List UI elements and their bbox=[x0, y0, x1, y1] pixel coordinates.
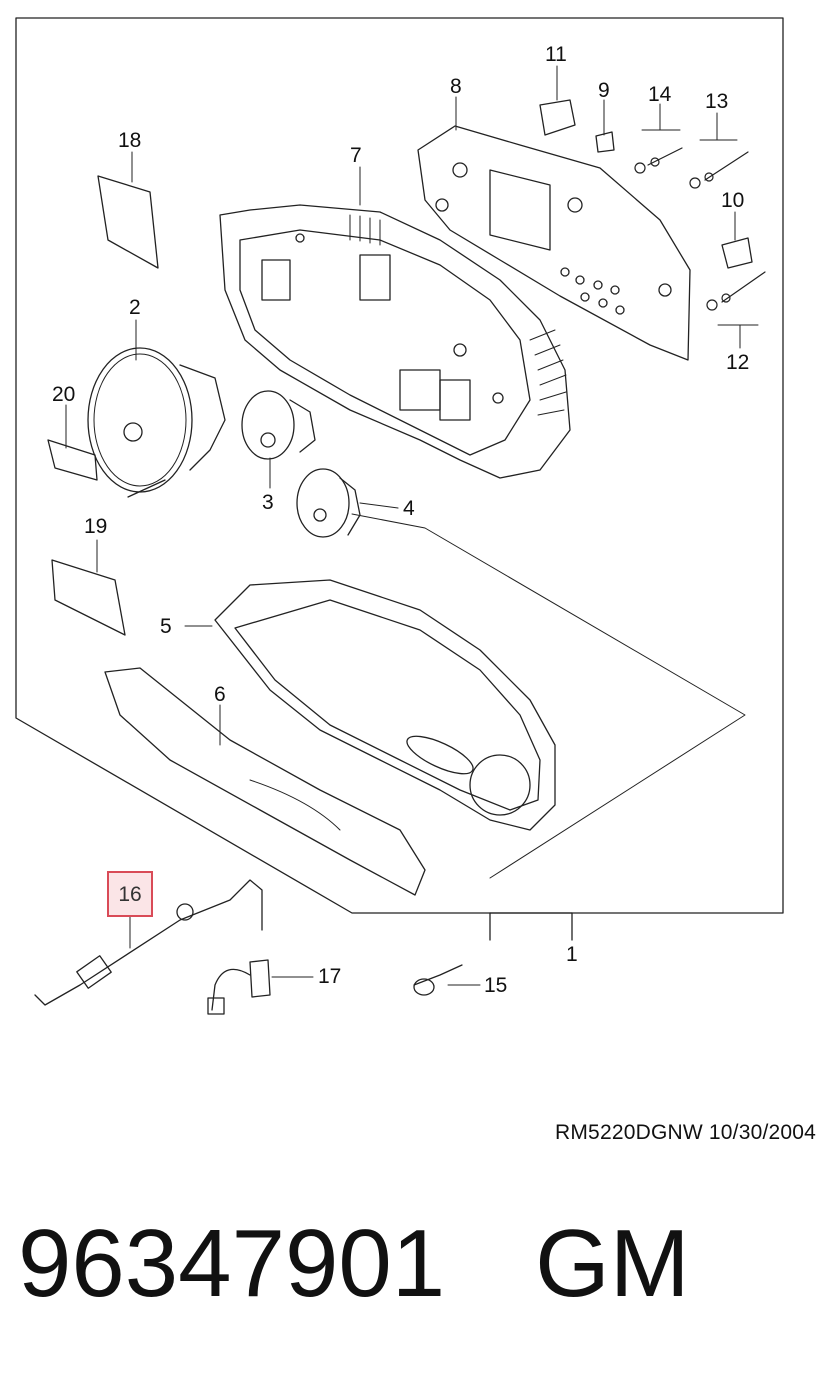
guide-frame bbox=[352, 514, 745, 878]
callout-9: 9 bbox=[598, 79, 610, 102]
callout-8: 8 bbox=[450, 75, 462, 98]
callout-14: 14 bbox=[648, 83, 672, 106]
lens-frame bbox=[215, 580, 555, 830]
part-number: 96347901 bbox=[18, 1210, 446, 1317]
callout-5: 5 bbox=[160, 615, 172, 638]
callout-17: 17 bbox=[318, 965, 342, 988]
assembly-frame bbox=[16, 18, 783, 913]
circuit-plate bbox=[418, 126, 690, 360]
drawing-code: RM5220DGNW 10/30/2004 bbox=[555, 1121, 816, 1144]
diagram-drawing bbox=[0, 0, 832, 1100]
brand-name: GM bbox=[535, 1210, 690, 1317]
cluster-housing bbox=[220, 205, 570, 478]
callout-4: 4 bbox=[403, 497, 415, 520]
label-sheet-18 bbox=[98, 176, 158, 268]
socket-10 bbox=[722, 238, 752, 268]
gauge-3 bbox=[242, 391, 294, 459]
callout-2: 2 bbox=[129, 296, 141, 319]
plate-holes bbox=[561, 268, 619, 307]
callout-16-highlighted[interactable]: 16 bbox=[107, 871, 153, 917]
bulb-11 bbox=[540, 100, 575, 135]
callout-1: 1 bbox=[566, 943, 578, 966]
speedometer-dial bbox=[88, 348, 192, 492]
housing-ribs bbox=[350, 215, 566, 415]
leader-lines bbox=[66, 66, 758, 985]
callout-19: 19 bbox=[84, 515, 108, 538]
label-sheet-20 bbox=[48, 440, 97, 480]
callout-6: 6 bbox=[214, 683, 226, 706]
cover-lens bbox=[105, 668, 425, 895]
callout-11: 11 bbox=[545, 43, 567, 66]
screws-13-14 bbox=[635, 148, 765, 310]
callout-13: 13 bbox=[705, 90, 729, 113]
callout-7: 7 bbox=[350, 144, 362, 167]
callout-15: 15 bbox=[484, 974, 508, 997]
callout-18: 18 bbox=[118, 129, 142, 152]
gauge-4 bbox=[297, 469, 349, 537]
sensor-17 bbox=[250, 960, 270, 997]
callout-12: 12 bbox=[726, 351, 750, 374]
callout-20: 20 bbox=[52, 383, 76, 406]
speed-cable bbox=[35, 880, 262, 1005]
exploded-parts-diagram: 18 7 8 11 9 14 13 10 12 2 20 3 4 19 5 6 … bbox=[0, 0, 832, 1100]
label-sheet-19 bbox=[52, 560, 125, 635]
callout-3: 3 bbox=[262, 491, 274, 514]
socket-9 bbox=[596, 132, 614, 152]
screw-15 bbox=[414, 965, 462, 985]
callout-10: 10 bbox=[721, 189, 745, 212]
